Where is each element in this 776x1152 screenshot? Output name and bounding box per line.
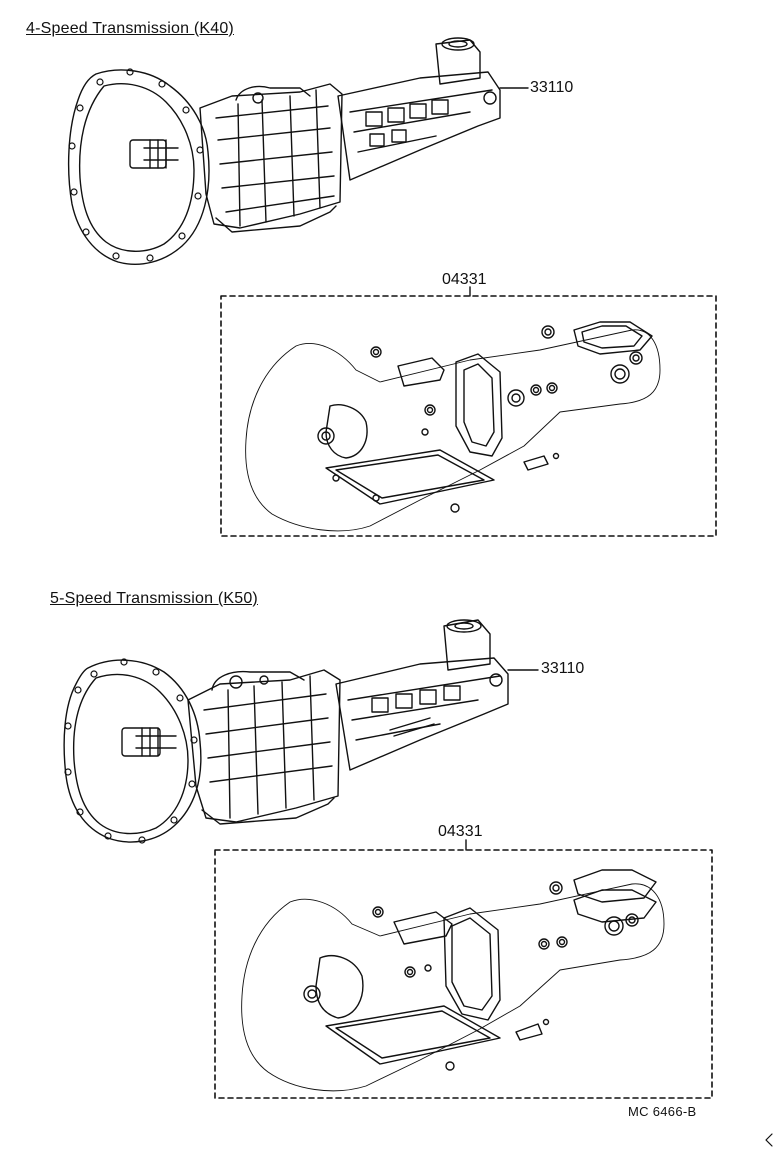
transmission-assembly-k40	[69, 38, 528, 264]
part-number-gasket-kit-k50: 04331	[438, 823, 483, 840]
gasket-kit-k40	[221, 287, 716, 536]
section-heading-k40: 4-Speed Transmission (K40)	[26, 20, 234, 37]
part-number-gasket-kit-k40: 04331	[442, 271, 487, 288]
transmission-assembly-k50	[64, 620, 538, 843]
section-heading-k50: 5-Speed Transmission (K50)	[50, 590, 258, 607]
drawing-code: MC 6466-B	[628, 1104, 697, 1119]
gasket-kit-k50	[215, 840, 712, 1098]
part-number-assembly-k40: 33110	[530, 79, 574, 96]
part-number-assembly-k50: 33110	[541, 660, 585, 677]
